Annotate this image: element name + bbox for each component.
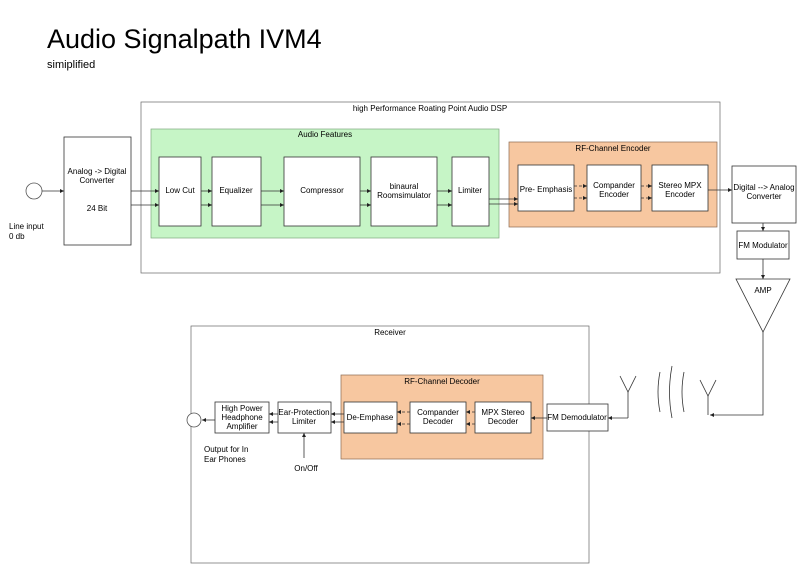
output-label-line2: Ear Phones [204, 455, 246, 464]
stereo-mpx-encoder-label-line2: Encoder [665, 190, 695, 199]
line-input-jack-icon [25, 182, 43, 200]
fm-modulator-block [736, 230, 790, 260]
adc-label-line1: Analog -> Digital [68, 167, 127, 176]
dac-label-line1: Digital --> Analog [733, 183, 794, 192]
roomsimulator-label-line2: Roomsimulator [377, 191, 431, 200]
low-cut-label: Low Cut [165, 186, 195, 195]
rf-encoder-label: RF-Channel Encoder [575, 144, 650, 153]
ear-protection-limiter-block [277, 401, 332, 434]
compander-decoder-block [409, 401, 467, 434]
headphone-amp-label-line2: Headphone [221, 413, 263, 422]
headphone-amp-label-line1: High Power [221, 404, 263, 413]
fm-demodulator-block [546, 403, 609, 432]
compander-decoder-label-line2: Decoder [423, 417, 454, 426]
de-emphase-label: De-Emphase [347, 413, 394, 422]
radio-waves-icon [657, 365, 685, 419]
headphone-amp-label-line3: Amplifier [226, 422, 257, 431]
page-title: Audio Signalpath IVM4 [47, 24, 322, 54]
compander-encoder-block [586, 164, 642, 212]
page-subtitle: simiplified [47, 59, 96, 71]
roomsimulator-block [370, 156, 438, 227]
low-cut-block [158, 156, 202, 227]
mpx-stereo-decoder-label-line1: MPX Stereo [481, 408, 525, 417]
limiter-block [451, 156, 490, 227]
compander-encoder-label-line1: Compander [593, 181, 635, 190]
rf-decoder-label: RF-Channel Decoder [404, 377, 480, 386]
ear-protection-label-line1: Ear-Protection [278, 408, 329, 417]
fm-demodulator-label: FM Demodulator [547, 413, 607, 422]
receiver-label: Receiver [374, 328, 406, 337]
compander-decoder-label-line1: Compander [417, 408, 459, 417]
adc-block [63, 136, 132, 246]
line-input-level: 0 db [9, 232, 25, 241]
wire-amp-antenna [710, 332, 764, 417]
equalizer-label: Equalizer [219, 186, 253, 195]
output-label-line1: Output for In [204, 445, 248, 454]
roomsimulator-label-line1: binaural [390, 182, 419, 191]
stereo-mpx-encoder-label-line1: Stereo MPX [658, 181, 702, 190]
compander-encoder-label-line2: Encoder [599, 190, 629, 199]
adc-label-line2: Converter [79, 176, 114, 185]
receive-antenna-icon [619, 375, 637, 418]
output-jack-icon [186, 412, 202, 428]
compressor-block [283, 156, 361, 227]
onoff-label: On/Off [294, 464, 318, 473]
amp-label: AMP [754, 286, 771, 295]
transmit-antenna-icon [699, 379, 717, 415]
dac-block [731, 165, 797, 224]
adc-bit-depth: 24 Bit [87, 204, 108, 213]
de-emphase-block [343, 401, 398, 434]
limiter-label: Limiter [458, 186, 482, 195]
mpx-stereo-decoder-label-line2: Decoder [488, 417, 519, 426]
fm-modulator-label: FM Modulator [738, 241, 788, 250]
compressor-label: Compressor [300, 186, 344, 195]
equalizer-block [211, 156, 262, 227]
pre-emphasis-block [517, 164, 575, 212]
mpx-stereo-decoder-block [474, 401, 532, 434]
pre-emphasis-label: Pre- Emphasis [520, 185, 572, 194]
stereo-mpx-encoder-block [651, 164, 709, 212]
dac-label-line2: Converter [746, 192, 781, 201]
audio-features-label: Audio Features [298, 130, 352, 139]
dsp-label: high Performance Roating Point Audio DSP [353, 104, 507, 113]
line-input-label: Line input [9, 222, 44, 231]
ear-protection-label-line2: Limiter [292, 417, 316, 426]
headphone-amplifier-block [214, 401, 270, 434]
